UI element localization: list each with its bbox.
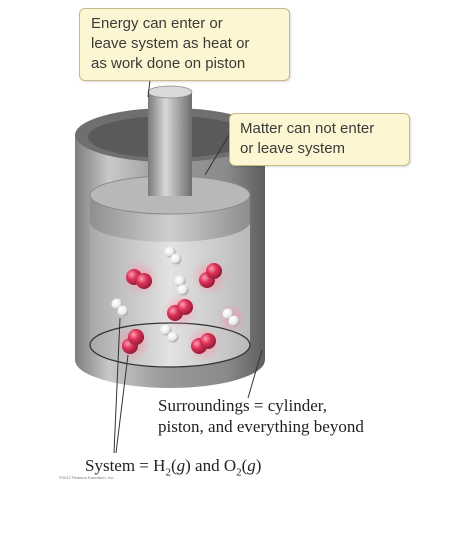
paren: ( <box>170 456 177 475</box>
surroundings-label-line: piston, and everything beyond <box>158 417 364 436</box>
copyright-notice: ©2012 Pearson Education, Inc. <box>59 475 115 480</box>
oxygen-molecule <box>126 269 152 289</box>
oxygen-molecule <box>167 299 193 321</box>
system-leader-2 <box>115 354 129 454</box>
hydrogen-molecule <box>164 246 182 265</box>
energy-callout: Energy can enter or leave system as heat… <box>79 8 290 81</box>
paren: ( <box>241 456 248 475</box>
state-symbol: g <box>247 456 256 475</box>
system-label: System = H2(g) and O2(g) <box>85 455 261 483</box>
matter-callout-line: Matter can not enter <box>240 120 375 137</box>
matter-leader <box>204 134 230 176</box>
hydrogen-molecule <box>222 308 240 327</box>
h2-subscript: 2 <box>165 466 171 479</box>
piston <box>89 85 251 242</box>
hydrogen-molecule <box>111 298 129 317</box>
paren: ) <box>255 456 262 475</box>
molecules <box>111 246 246 362</box>
energy-callout-line: as work done on piston <box>91 55 246 72</box>
leader-lines <box>113 79 263 454</box>
oxygen-molecule <box>122 329 144 354</box>
matter-callout: Matter can not enter or leave system <box>229 113 410 166</box>
state-symbol: g <box>176 456 186 475</box>
surroundings-label: Surroundings = cylinder, piston, and eve… <box>158 395 418 437</box>
oxygen-molecule <box>199 263 222 288</box>
matter-callout-line: or leave system <box>240 140 346 157</box>
system-label-prefix: System = H <box>85 456 166 475</box>
oxygen-molecule <box>191 333 216 354</box>
energy-callout-line: Energy can enter or <box>91 15 223 32</box>
hydrogen-molecule <box>160 324 179 343</box>
o2-subscript: 2 <box>236 466 242 479</box>
system-label-mid: ) and O <box>185 456 237 475</box>
surroundings-label-line: Surroundings = cylinder, <box>158 396 327 415</box>
system-leader-1 <box>113 317 121 454</box>
energy-leader <box>147 79 151 98</box>
surroundings-leader <box>247 349 263 399</box>
hydrogen-molecule <box>174 275 189 296</box>
energy-callout-line: leave system as heat or <box>91 35 250 52</box>
